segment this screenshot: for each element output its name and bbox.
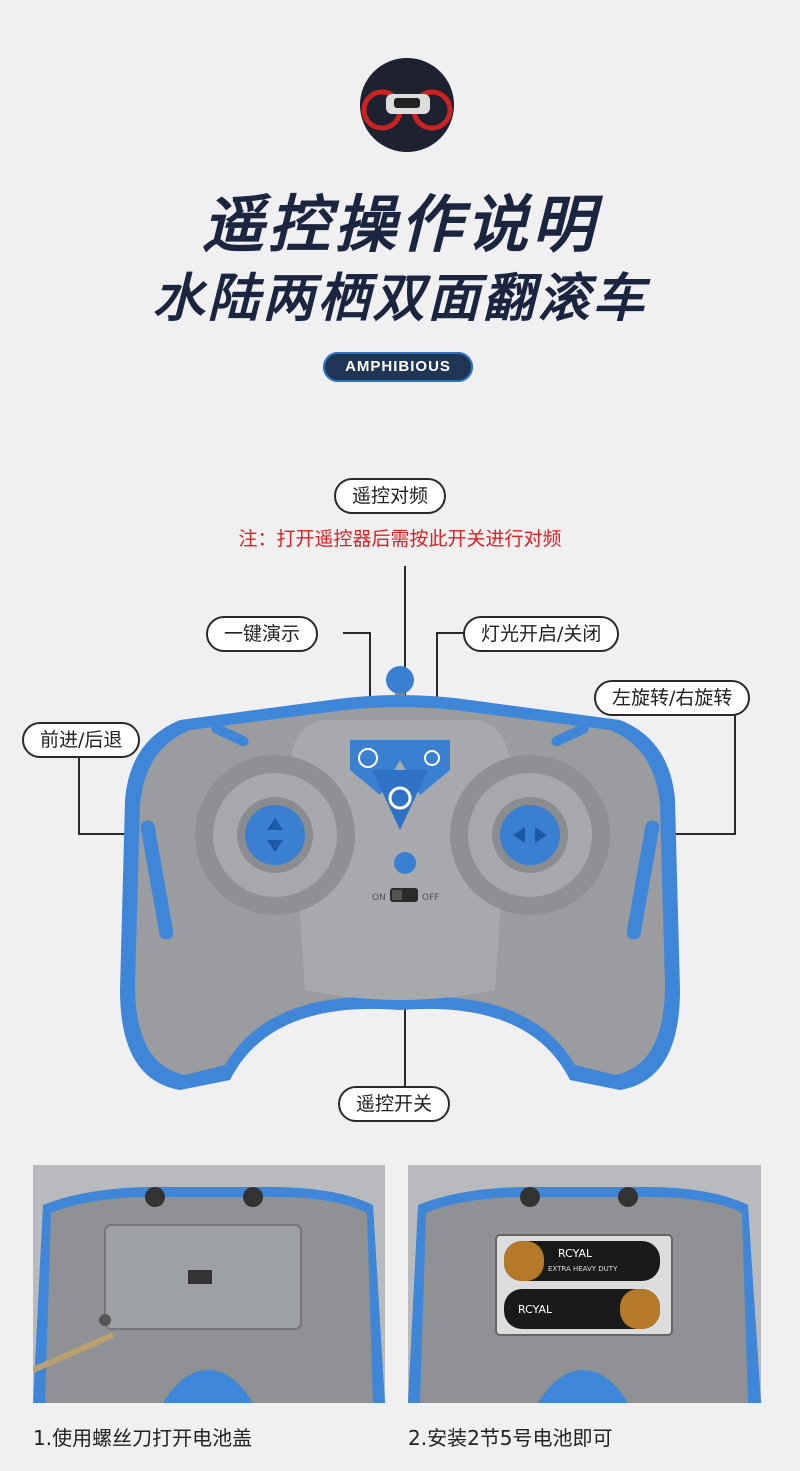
page-subtitle: 水陆两栖双面翻滚车 <box>152 269 648 329</box>
controller-illustration: ON OFF <box>120 666 680 1090</box>
step1-photo <box>33 1165 385 1403</box>
forward-back-label: 前进/后退 <box>22 722 141 758</box>
pairing-note: 注：打开遥控器后需按此开关进行对频 <box>238 528 562 550</box>
step2-caption: 2.安装2节5号电池即可 <box>408 1426 613 1450</box>
rotate-label: 左旋转/右旋转 <box>594 680 751 716</box>
step1-caption: 1.使用螺丝刀打开电池盖 <box>33 1426 253 1450</box>
demo-leader-h <box>343 632 371 634</box>
amphibious-badge: AMPHIBIOUS <box>323 352 473 382</box>
switch-off-text: OFF <box>422 893 439 903</box>
rotate-leader-v <box>734 714 736 835</box>
demo-leader-v <box>369 632 371 754</box>
battery2-brand: RCYAL <box>518 1303 553 1316</box>
battery1-type: EXTRA HEAVY DUTY <box>548 1265 618 1273</box>
pairing-label: 遥控对频 <box>334 478 447 514</box>
page-title: 遥控操作说明 <box>201 188 598 261</box>
light-leader-h <box>436 632 464 634</box>
demo-label: 一键演示 <box>206 616 319 652</box>
step2-photo: RCYAL EXTRA HEAVY DUTY RCYAL <box>408 1165 761 1403</box>
switch-on-text: ON <box>372 893 386 903</box>
forward-leader-v <box>78 756 80 835</box>
power-label: 遥控开关 <box>338 1086 451 1122</box>
light-leader-v <box>436 632 438 754</box>
light-label: 灯光开启/关闭 <box>463 616 620 652</box>
battery1-brand: RCYAL <box>558 1247 593 1260</box>
product-logo <box>360 58 454 152</box>
